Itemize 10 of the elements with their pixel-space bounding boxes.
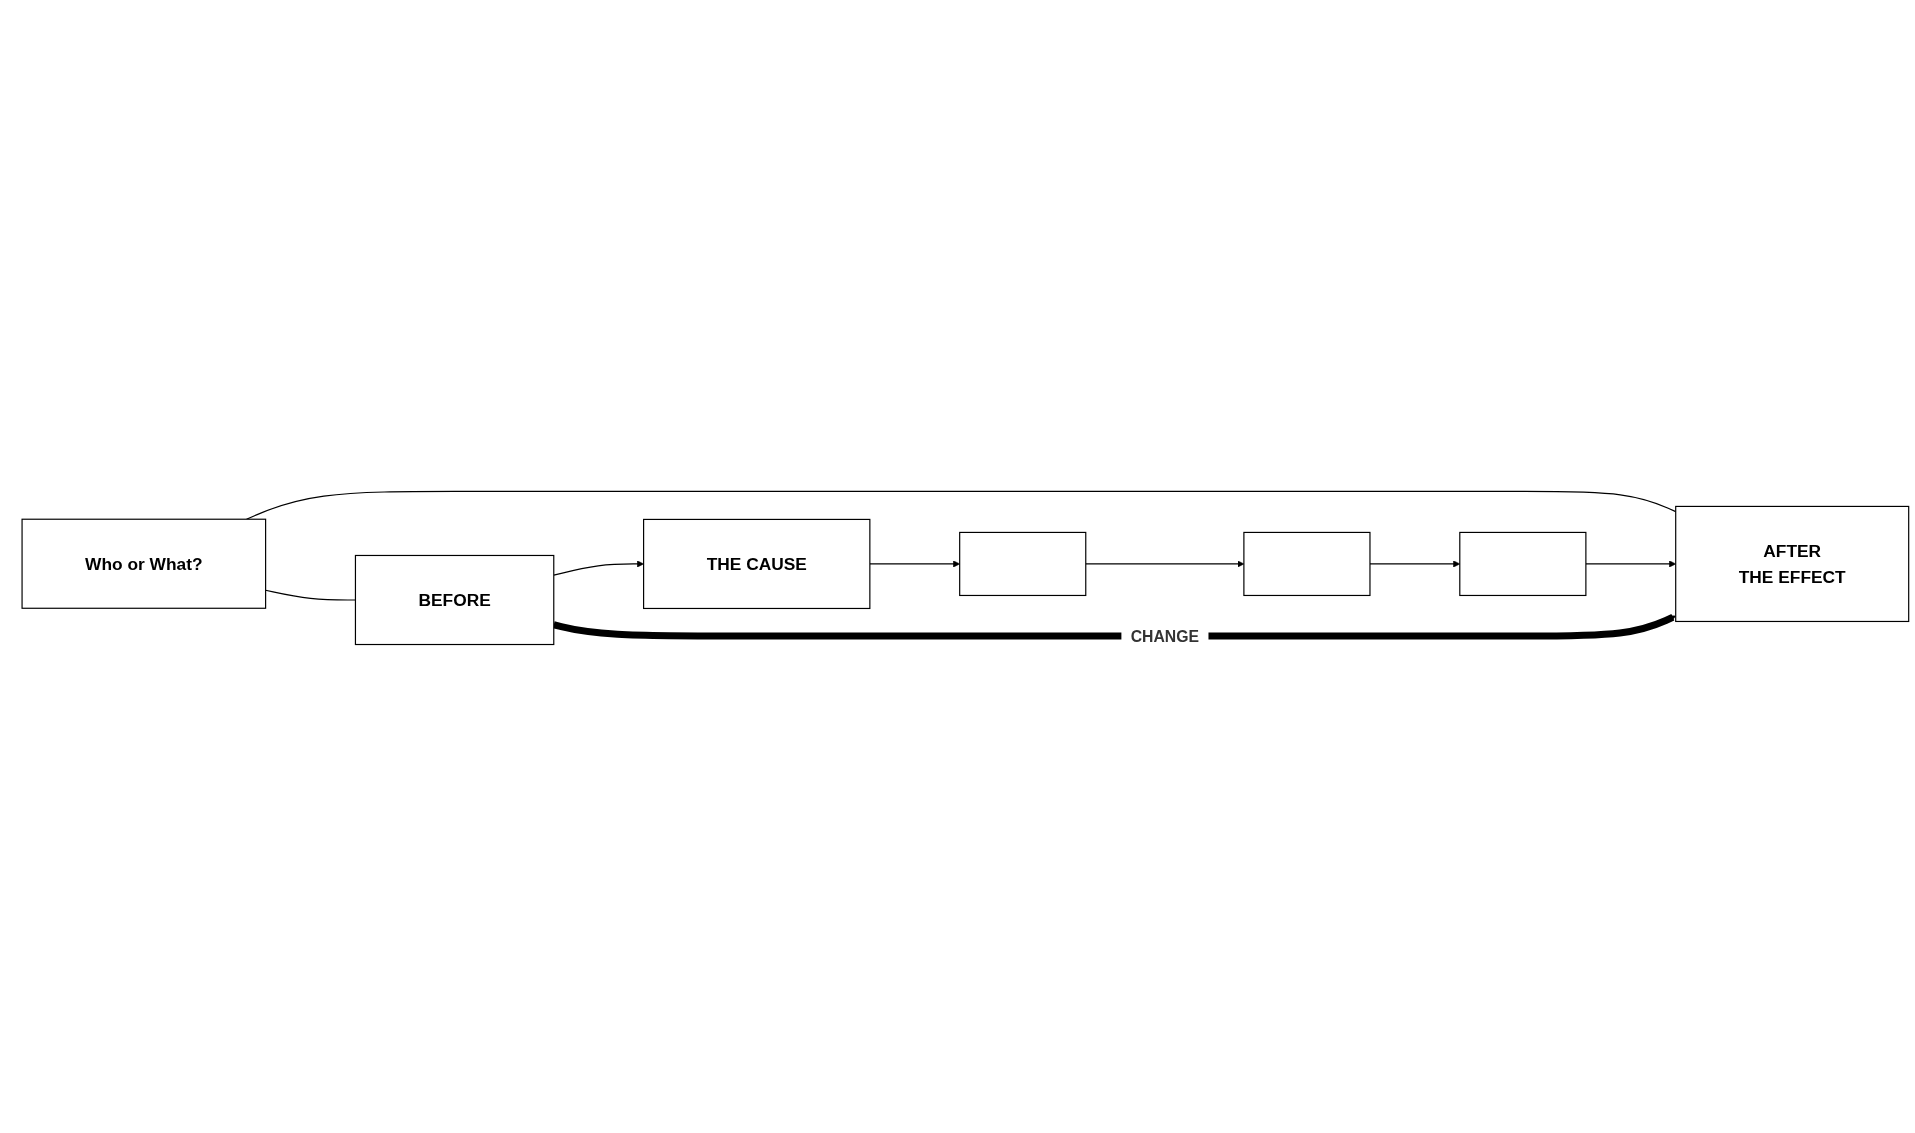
node-box: THE CAUSE [643, 518, 871, 610]
node-box [1459, 531, 1587, 597]
node-box [1243, 531, 1371, 597]
arrow [869, 560, 960, 568]
node-box: BEFORE [354, 554, 555, 646]
edge-label: CHANGE [1130, 627, 1199, 645]
node-box: Who or What? [21, 518, 267, 609]
arrow [553, 560, 644, 576]
node-box [959, 531, 1087, 597]
node-box: AFTER THE EFFECT [1675, 505, 1910, 623]
